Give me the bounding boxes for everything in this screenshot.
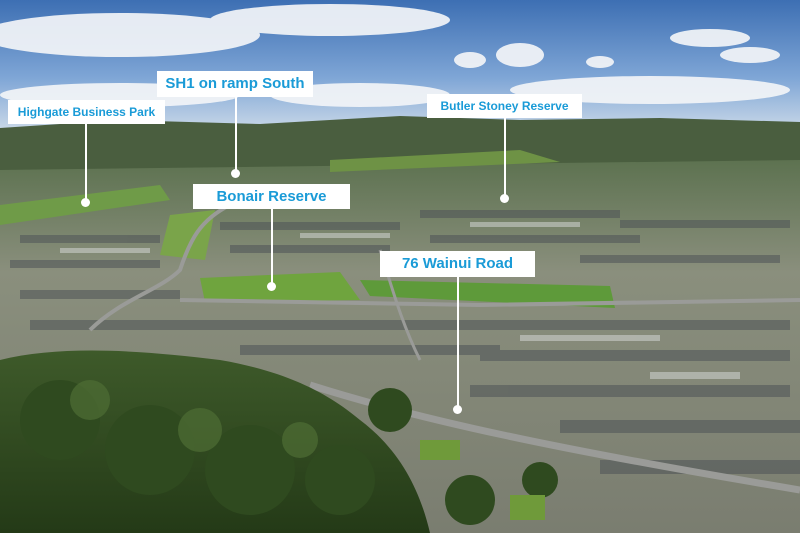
76-wainui-road-label: 76 Wainui Road (380, 251, 535, 277)
roofs-light (60, 222, 740, 379)
highgate-business-park-label: Highgate Business Park (8, 100, 165, 124)
butler-stoney-reserve-label: Butler Stoney Reserve (427, 94, 582, 118)
butler-pointer-dot (500, 194, 509, 203)
wainui-pointer-line (457, 276, 459, 410)
highgate-pointer-dot (81, 198, 90, 207)
reserve-field-right (360, 280, 615, 308)
distant-hills (0, 116, 800, 175)
roads (88, 203, 800, 494)
highgate-pointer-line (85, 123, 87, 203)
wainui-pointer-dot (453, 405, 462, 414)
lawn-foreground (420, 440, 460, 460)
bonair-reserve-label: Bonair Reserve (193, 184, 350, 209)
butler-pointer-line (504, 118, 506, 198)
field-top (330, 150, 560, 172)
houses (10, 210, 800, 474)
bonair-pointer-line (271, 208, 273, 285)
bonair-reserve-field (200, 272, 360, 302)
sh1-pointer-line (235, 96, 237, 173)
tree-highlights (70, 380, 318, 458)
reserve-field-mid (160, 210, 215, 260)
lawn-foreground-2 (510, 495, 545, 520)
sh1-pointer-dot (231, 169, 240, 178)
sh1-on-ramp-south-label: SH1 on ramp South (157, 71, 313, 97)
bonair-pointer-dot (267, 282, 276, 291)
